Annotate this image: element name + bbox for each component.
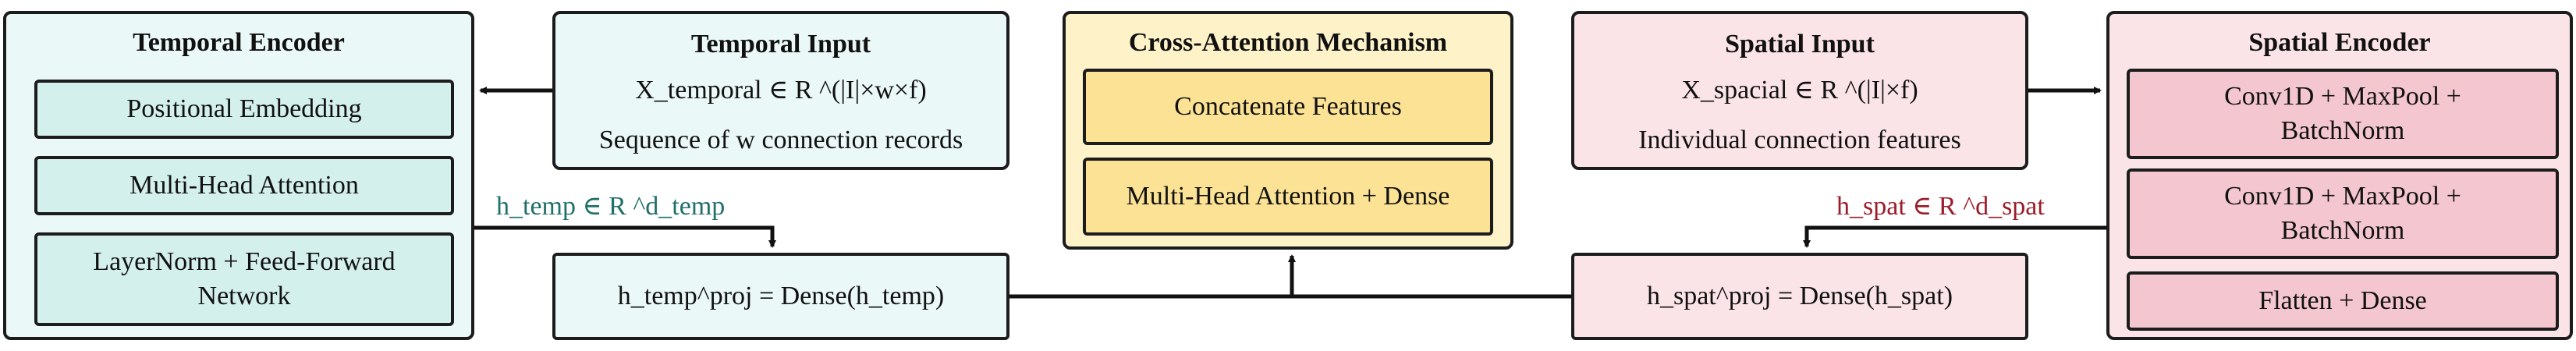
temporal-encoder-title: Temporal Encoder <box>133 28 345 57</box>
h-spat-label: h_spat ∈ R ^d_spat <box>1836 192 2045 221</box>
layernorm-ffn-layer: LayerNorm + Feed-Forward Network <box>34 232 454 326</box>
spatial-input-panel: Spatial Input X_spacial ∈ R ^(|I|×f) Ind… <box>1571 11 2028 170</box>
layer-label: Flatten + Dense <box>2258 286 2427 315</box>
flatten-dense-layer: Flatten + Dense <box>2127 271 2559 331</box>
temporal-input-title: Temporal Input <box>690 30 871 58</box>
layer-label: Concatenate Features <box>1174 92 1402 121</box>
spatial-input-description: Individual connection features <box>1638 126 1961 154</box>
multi-head-attention-layer: Multi-Head Attention <box>34 156 454 215</box>
cross-attention-title: Cross-Attention Mechanism <box>1128 28 1448 57</box>
spatial-input-title: Spatial Input <box>1725 30 1875 58</box>
spatial-encoder-panel: Spatial Encoder Conv1D + MaxPool + Batch… <box>2106 11 2573 340</box>
concatenate-features-layer: Concatenate Features <box>1083 69 1493 145</box>
conv1d-block-1: Conv1D + MaxPool + BatchNorm <box>2127 69 2559 159</box>
spatial-input-formula: X_spacial ∈ R ^(|I|×f) <box>1681 76 1918 105</box>
layer-label: LayerNorm + Feed-Forward Network <box>93 247 396 310</box>
spatial-encoder-title: Spatial Encoder <box>2248 28 2431 57</box>
layer-label: Multi-Head Attention <box>130 171 359 200</box>
spatial-projection-label: h_spat^proj = Dense(h_spat) <box>1646 282 1953 310</box>
cross-multi-head-attention-layer: Multi-Head Attention + Dense <box>1083 158 1493 236</box>
spatial-projection-box: h_spat^proj = Dense(h_spat) <box>1571 253 2028 340</box>
cross-attention-panel: Cross-Attention Mechanism Concatenate Fe… <box>1063 11 1513 250</box>
temporal-projection-box: h_temp^proj = Dense(h_temp) <box>552 253 1009 340</box>
layer-label: Conv1D + MaxPool + BatchNorm <box>2224 182 2461 245</box>
positional-embedding-layer: Positional Embedding <box>34 80 454 139</box>
layer-label: Conv1D + MaxPool + BatchNorm <box>2224 82 2461 145</box>
layer-label: Multi-Head Attention + Dense <box>1126 182 1450 211</box>
temporal-encoder-panel: Temporal Encoder Positional Embedding Mu… <box>3 11 474 340</box>
temporal-input-formula: X_temporal ∈ R ^(|I|×w×f) <box>635 76 927 105</box>
temporal-input-panel: Temporal Input X_temporal ∈ R ^(|I|×w×f)… <box>552 11 1009 170</box>
arrow-spatial-encoder-to-projection <box>1803 225 2106 248</box>
layer-label: Positional Embedding <box>126 94 362 123</box>
conv1d-block-2: Conv1D + MaxPool + BatchNorm <box>2127 168 2559 259</box>
arrow-temporal-encoder-to-projection <box>474 225 776 248</box>
temporal-input-description: Sequence of w connection records <box>598 126 963 154</box>
h-temp-label: h_temp ∈ R ^d_temp <box>496 192 726 221</box>
temporal-projection-label: h_temp^proj = Dense(h_temp) <box>617 282 945 310</box>
